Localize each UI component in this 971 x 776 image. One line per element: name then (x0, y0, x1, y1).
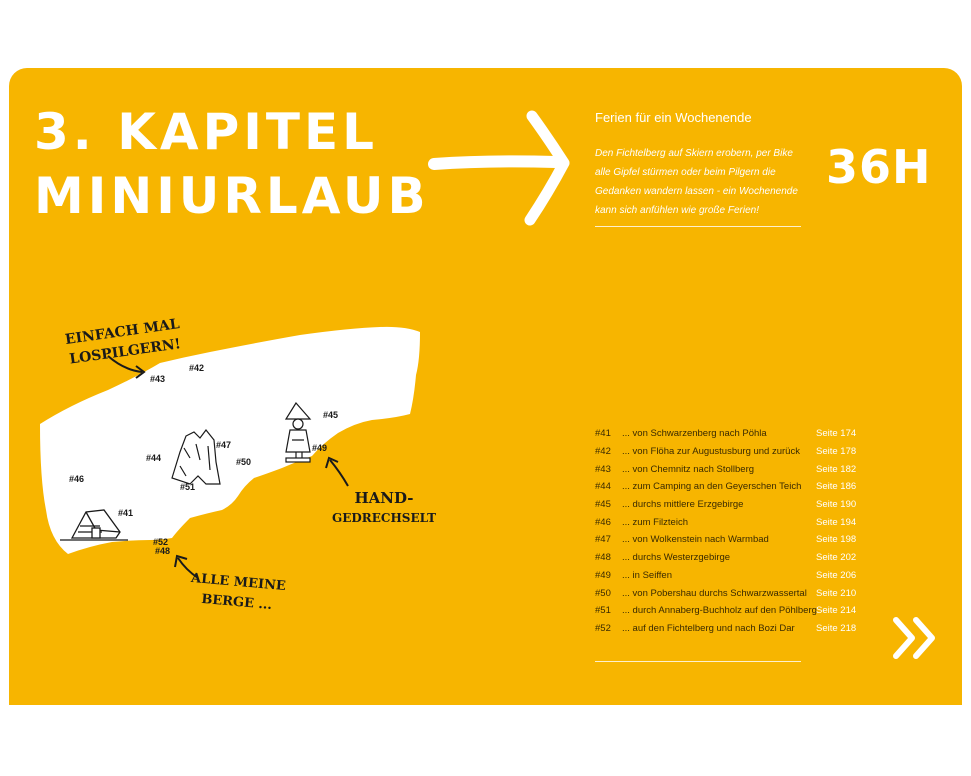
toc-page: Seite 186 (816, 481, 857, 493)
map-marker-47: #47 (216, 440, 232, 450)
toc-row[interactable]: #51 ... durch Annaberg-Buchholz auf den P… (595, 602, 865, 620)
toc-row[interactable]: #47 ... von Wolkenstein nach Warmbad Seite… (595, 531, 865, 549)
toc-title: ... von Flöha zur Augustusburg und zurüc… (622, 446, 800, 458)
callout-hand-line2: gedrechselt (332, 511, 437, 525)
divider-bottom (595, 661, 801, 662)
toc-title: ... auf den Fichtelberg und nach Bozi Da… (622, 622, 795, 634)
toc-title: ... von Chemnitz nach Stollberg (622, 463, 755, 475)
toc-page: Seite 214 (816, 605, 857, 617)
toc-title: ... zum Filzteich (622, 516, 688, 528)
toc-page: Seite 182 (816, 463, 857, 475)
toc-page: Seite 210 (816, 587, 857, 599)
toc-num: #47 (595, 534, 611, 546)
toc-num: #46 (595, 516, 611, 528)
toc-page: Seite 198 (816, 534, 857, 546)
wooden-figure-icon (284, 401, 312, 463)
toc-page: Seite 190 (816, 499, 857, 511)
duration-label: 36H (826, 140, 932, 194)
chapter-teaser: Den Fichtelberg auf Skiern erobern, per … (595, 148, 798, 216)
toc-row[interactable]: #44 ... zum Camping an den Geyerschen Tei… (595, 478, 865, 496)
toc-page: Seite 206 (816, 569, 857, 581)
toc-page: Seite 194 (816, 516, 857, 528)
toc-row[interactable]: #49 ... in Seiffen Seite 206 (595, 567, 865, 585)
toc-num: #51 (595, 605, 611, 617)
map-marker-51: #51 (180, 482, 196, 492)
chapter-title: 3. Kapitel Miniurlaub (34, 100, 430, 228)
map-marker-43: #43 (150, 374, 166, 384)
map-marker-41: #41 (118, 508, 134, 518)
toc-row[interactable]: #45 ... durchs mittlere Erzgebirge Seite 1… (595, 496, 865, 514)
toc-title: ... von Pobershau durchs Schwarzwasserta… (622, 587, 807, 599)
double-chevron-right-icon[interactable] (892, 614, 940, 662)
toc-page: Seite 202 (816, 552, 857, 564)
toc-num: #45 (595, 499, 611, 511)
map-marker-52: #52 (153, 537, 169, 547)
chapter-title-line2: Miniurlaub (34, 167, 430, 225)
toc-num: #48 (595, 552, 611, 564)
toc-num: #52 (595, 622, 611, 634)
map-marker-42: #42 (189, 363, 205, 373)
toc-page: Seite 218 (816, 622, 857, 634)
hut-icon (60, 509, 128, 541)
toc-row[interactable]: #52 ... auf den Fichtelberg und nach Bozi… (595, 620, 865, 638)
toc-row[interactable]: #43 ... von Chemnitz nach Stollberg Seite … (595, 460, 865, 478)
toc-title: ... in Seiffen (622, 569, 672, 581)
callout-hand-line1: Hand- (354, 489, 414, 507)
divider (595, 226, 801, 227)
toc-title: ... von Wolkenstein nach Warmbad (622, 534, 769, 546)
toc-page: Seite 178 (816, 446, 857, 458)
map-marker-45: #45 (323, 410, 339, 420)
toc-num: #43 (595, 463, 611, 475)
toc-title: ... durchs Westerzgebirge (622, 552, 731, 564)
rock-formation-icon (171, 429, 221, 485)
toc-title: ... durch Annaberg-Buchholz auf den Pöhl… (622, 605, 817, 617)
toc-title: ... durchs mittlere Erzgebirge (622, 499, 744, 511)
toc-num: #50 (595, 587, 611, 599)
toc-row[interactable]: #48 ... durchs Westerzgebirge Seite 202 (595, 549, 865, 567)
map-marker-49: #49 (312, 443, 328, 453)
map-marker-48: #48 (155, 546, 171, 556)
right-arrow-icon (428, 110, 570, 226)
toc-row[interactable]: #46 ... zum Filzteich Seite 194 (595, 513, 865, 531)
toc-num: #41 (595, 428, 611, 440)
toc-num: #42 (595, 446, 611, 458)
toc-row[interactable]: #42 ... von Flöha zur Augustusburg und zu… (595, 443, 865, 461)
toc-title: ... von Schwarzenberg nach Pöhla (622, 428, 767, 440)
callout-berge: Alle meine Berge ... (188, 569, 286, 617)
callout-hand: Hand- gedrechselt (332, 488, 436, 528)
map-marker-50: #50 (236, 457, 252, 467)
toc-row[interactable]: #41 ... von Schwarzenberg nach Pöhla Seite… (595, 425, 865, 443)
toc-num: #49 (595, 569, 611, 581)
toc-title: ... zum Camping an den Geyerschen Teich (622, 481, 802, 493)
map-marker-44: #44 (146, 453, 162, 463)
toc-num: #44 (595, 481, 611, 493)
toc-row[interactable]: #50 ... von Pobershau durchs Schwarzwasse… (595, 584, 865, 602)
chapter-title-line1: 3. Kapitel (34, 103, 379, 161)
map-marker-46: #46 (69, 474, 85, 484)
toc-page: Seite 174 (816, 428, 857, 440)
chapter-subtitle: Ferien für ein Wochenende (595, 110, 752, 125)
